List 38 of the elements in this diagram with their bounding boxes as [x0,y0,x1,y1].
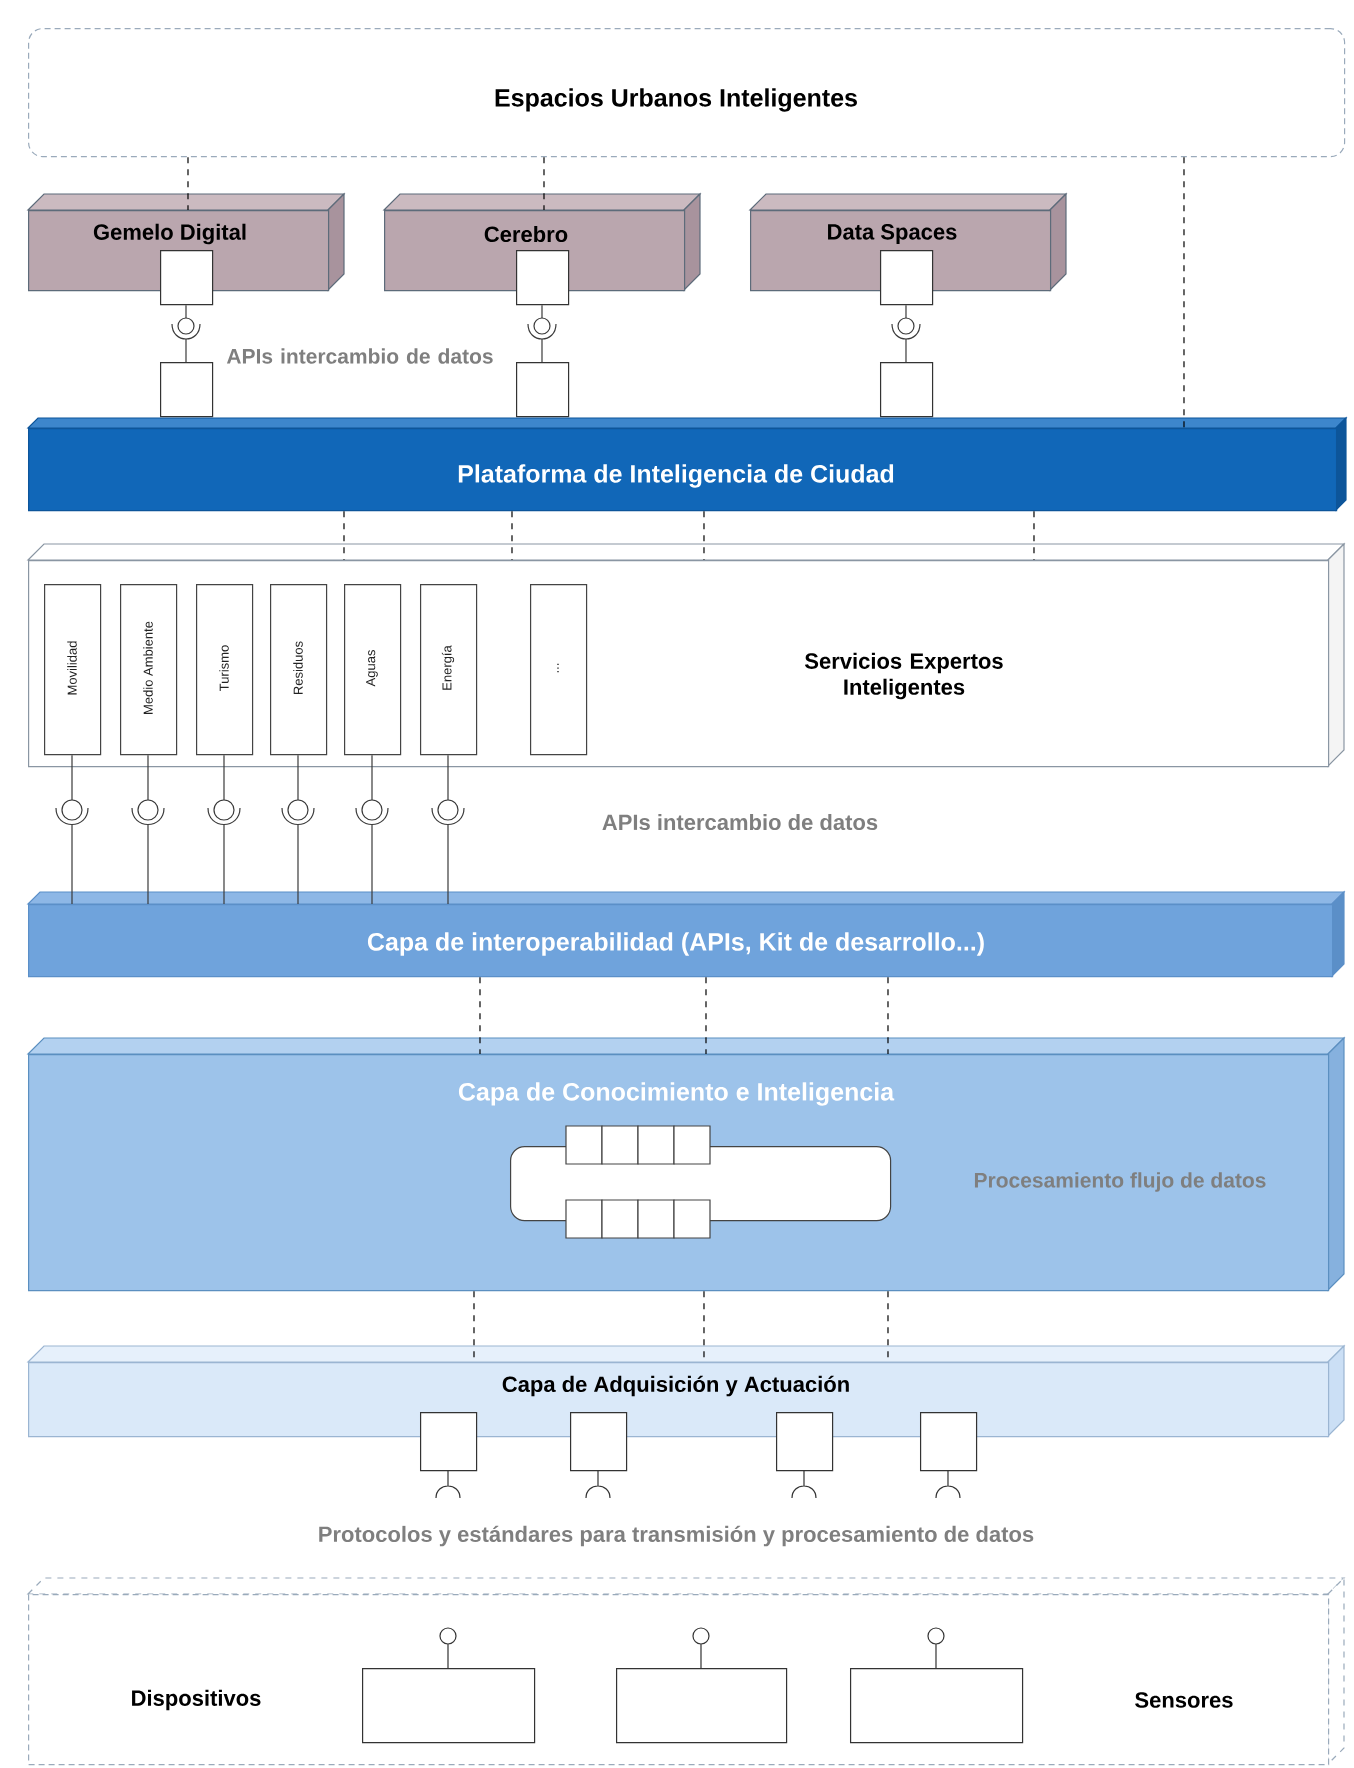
connector [543,156,545,211]
annotation: Protocolos y estándares para transmisión y procesamiento de datos [319,1525,1034,1547]
queue-box [510,1125,892,1239]
connector [1183,156,1185,429]
dashed-frame: Espacios Urbanos Inteligentes [28,28,1346,158]
connector [705,976,707,1055]
connector [473,1290,475,1363]
connector [447,754,449,905]
port-square [160,250,214,306]
connector [887,976,889,1055]
connector [703,1290,705,1363]
annotation: APIs intercambio de datos [602,813,878,831]
device-box [616,1627,788,1744]
connector [479,976,481,1055]
port-square [570,1412,628,1499]
connector [887,1290,889,1363]
device-box [362,1627,536,1744]
connector [343,510,345,561]
connector [371,754,373,905]
connector [147,754,149,905]
port-square [776,1412,834,1499]
connector [1033,510,1035,561]
port-square [160,362,214,418]
port-square [880,250,934,306]
port-square [516,250,570,306]
device-box [850,1627,1024,1744]
connector [187,156,189,211]
connector [297,754,299,905]
annotation: Procesamiento flujo de datos [974,1172,1266,1192]
port-square [516,362,570,418]
connector [71,754,73,905]
connector [511,510,513,561]
port-square [920,1412,978,1499]
port-square [880,362,934,418]
connector [703,510,705,561]
connector [223,754,225,905]
port-square [420,1412,478,1499]
annotation: APIs intercambio de datos [226,348,493,364]
